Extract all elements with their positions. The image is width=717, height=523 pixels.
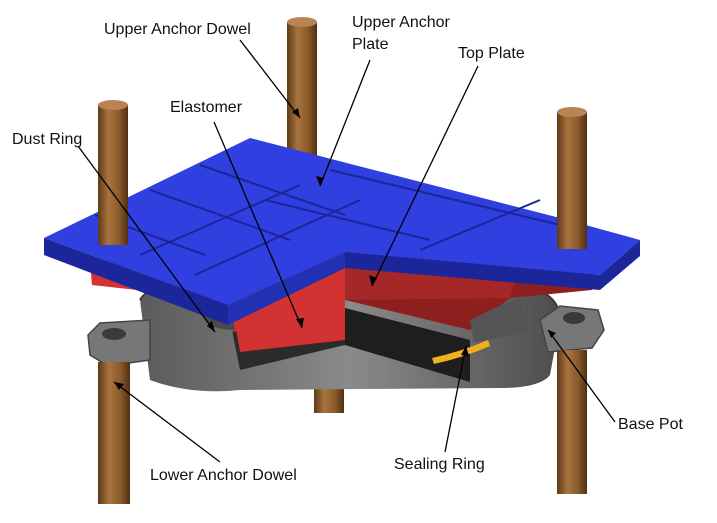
base-pot-lug-left [87,319,151,367]
label-upper-anchor-dowel: Upper Anchor Dowel [104,21,251,38]
label-upper-anchor-plate-line1: Upper Anchor [352,14,450,31]
dust-ring-right [470,298,528,342]
label-dust-ring: Dust Ring [12,131,83,148]
upper-anchor-dowel-left [98,100,128,245]
label-upper-anchor-plate-line2: Plate [352,36,389,53]
label-lower-anchor-dowel: Lower Anchor Dowel [150,467,297,484]
label-top-plate: Top Plate [458,45,525,62]
upper-anchor-dowel-back [287,17,317,167]
leader-arrowheads [114,108,556,390]
label-sealing-ring: Sealing Ring [394,456,485,473]
leader-lines [77,39,616,463]
label-base-pot: Base Pot [618,416,683,433]
lower-anchor-dowel-left [98,362,130,504]
label-elastomer: Elastomer [170,99,243,116]
sealing-ring [432,340,490,364]
upper-anchor-dowel-right [557,107,587,249]
base-pot-lug-right [539,305,605,353]
upper-anchor-plate [44,138,640,325]
lower-anchor-dowel-right [557,350,587,494]
